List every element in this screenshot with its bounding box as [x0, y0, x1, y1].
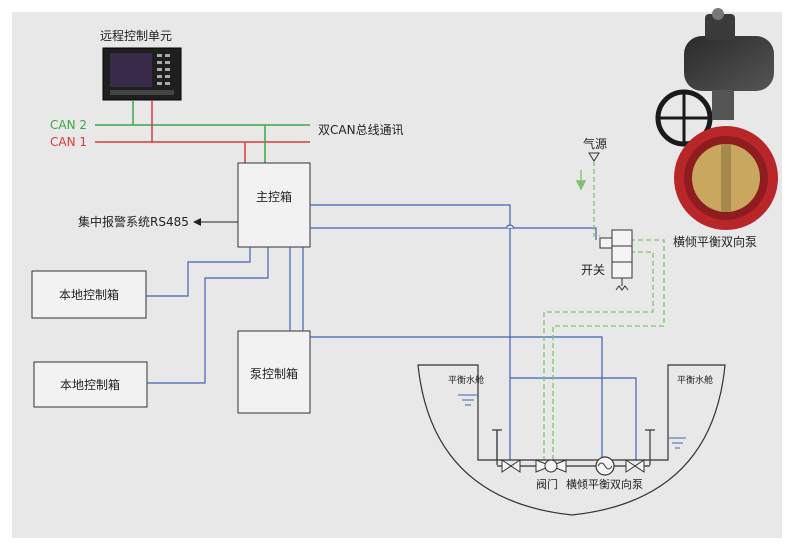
can1-label: CAN 1: [50, 135, 87, 149]
air-piping: [543, 161, 665, 460]
solenoid-valve-icon: [599, 229, 633, 291]
local-control-box-2-label: 本地控制箱: [60, 377, 120, 392]
tank-pipes: [492, 429, 655, 465]
wire-crossover: [505, 224, 515, 229]
can2-label: CAN 2: [50, 118, 87, 132]
local-control-box-2: [33, 361, 148, 408]
alarm-system-label: 集中报警系统RS485: [78, 214, 189, 229]
signal-wiring: [146, 204, 637, 460]
main-control-box: [237, 162, 311, 248]
tank-left-label: 平衡水舱: [448, 374, 484, 386]
valve-icon: [501, 459, 645, 473]
valve-label: 阀门: [536, 477, 558, 491]
pump-photo-label: 横倾平衡双向泵: [673, 234, 757, 249]
switch-label: 开关: [581, 263, 605, 277]
pump-photo: [655, 8, 778, 230]
triangle-icon: [588, 152, 600, 162]
water-level-icon: [458, 394, 686, 449]
pump-control-box: [237, 330, 311, 414]
pump-icon: [595, 456, 615, 476]
remote-control-unit-label: 远程控制单元: [100, 28, 172, 43]
remote-control-unit: [102, 47, 182, 101]
local-control-box-1: [31, 270, 147, 319]
pump-control-box-label: 泵控制箱: [250, 366, 298, 381]
hull-outline: [417, 364, 726, 516]
air-source-label: 气源: [583, 136, 607, 151]
pump-label: 横倾平衡双向泵: [566, 477, 643, 491]
tank-right-label: 平衡水舱: [677, 374, 713, 386]
dual-can-label: 双CAN总线通讯: [318, 123, 404, 137]
local-control-box-1-label: 本地控制箱: [59, 287, 119, 302]
main-control-box-label: 主控箱: [256, 189, 292, 204]
